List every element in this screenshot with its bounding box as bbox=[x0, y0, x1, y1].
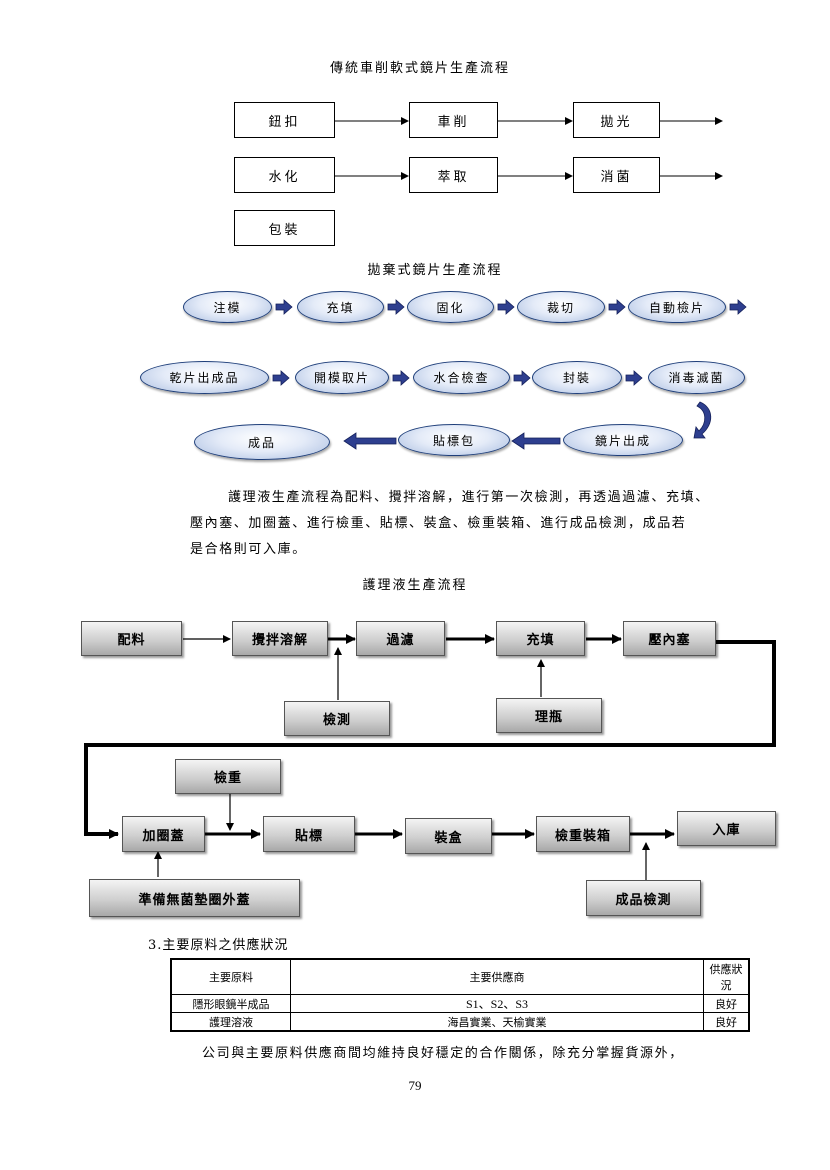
step-weigh-check: 檢重 bbox=[175, 759, 281, 794]
step-lens-output: 鏡片出成 bbox=[563, 424, 683, 456]
table-row: 隱形眼鏡半成品 S1、S2、S3 良好 bbox=[170, 994, 750, 1013]
traditional-arrows bbox=[334, 117, 723, 180]
step-demold: 開模取片 bbox=[295, 361, 389, 394]
step-dry-lens-output: 乾片出成品 bbox=[140, 361, 269, 394]
step-polishing: 拋光 bbox=[573, 102, 660, 138]
supply-heading: 3.主要原料之供應狀況 bbox=[148, 938, 289, 953]
step-cap: 加圈蓋 bbox=[122, 816, 205, 852]
step-filling: 充填 bbox=[297, 291, 384, 323]
cell-status: 良好 bbox=[703, 1012, 750, 1032]
step-weigh-carton: 檢重裝箱 bbox=[536, 816, 630, 852]
cell-status: 良好 bbox=[703, 994, 750, 1013]
step-mix-dissolve: 攪拌溶解 bbox=[232, 621, 328, 656]
step-cutting: 裁切 bbox=[517, 291, 605, 323]
step-labeling: 貼標 bbox=[263, 816, 355, 852]
cast-title: 拋棄式鏡片生產流程 bbox=[367, 263, 503, 278]
supply-table: 主要原料 主要供應商 供應狀況 隱形眼鏡半成品 S1、S2、S3 良好 護理溶液… bbox=[170, 958, 750, 1032]
step-testing: 檢測 bbox=[284, 701, 390, 736]
header-material: 主要原料 bbox=[170, 958, 291, 995]
intro-line-3: 是合格則可入庫。 bbox=[190, 542, 307, 557]
step-final-test: 成品檢測 bbox=[586, 880, 701, 916]
page-number: 79 bbox=[408, 1078, 422, 1093]
intro-line-2: 壓內塞、加圈蓋、進行檢重、貼標、裝盒、檢重裝箱、進行成品檢測，成品若 bbox=[190, 516, 687, 531]
step-warehouse: 入庫 bbox=[677, 811, 776, 846]
header-status: 供應狀況 bbox=[703, 958, 750, 995]
step-sterilization: 消菌 bbox=[573, 157, 660, 193]
step-extraction: 萃取 bbox=[409, 157, 498, 193]
care-arrows bbox=[84, 634, 776, 880]
cell-supplier: 海昌實業、天榆實業 bbox=[290, 1012, 704, 1032]
cell-supplier: S1、S2、S3 bbox=[290, 994, 704, 1013]
step-auto-inspection: 自動檢片 bbox=[628, 291, 726, 323]
cast-arrows bbox=[272, 299, 747, 450]
step-finished-product: 成品 bbox=[194, 424, 330, 460]
step-prepare-cap: 準備無菌墊圈外蓋 bbox=[89, 879, 300, 917]
care-title: 護理液生產流程 bbox=[362, 578, 468, 593]
step-sealing: 封裝 bbox=[532, 361, 622, 394]
step-bottle-sort: 理瓶 bbox=[496, 698, 602, 733]
traditional-title: 傳統車削軟式鏡片生產流程 bbox=[329, 61, 510, 76]
step-batching: 配料 bbox=[81, 621, 182, 656]
step-molding: 注模 bbox=[183, 291, 272, 323]
step-packaging: 包裝 bbox=[234, 210, 335, 246]
step-button-blank: 鈕扣 bbox=[234, 102, 335, 138]
cell-material: 隱形眼鏡半成品 bbox=[170, 994, 291, 1013]
step-fill: 充填 bbox=[496, 621, 585, 656]
step-label-pack: 貼標包 bbox=[398, 424, 510, 456]
intro-line-1: 護理液生產流程為配料、攪拌溶解，進行第一次檢測，再透過過濾、充填、 bbox=[228, 490, 710, 505]
step-filtration: 過濾 bbox=[356, 621, 445, 656]
step-hydration-check: 水合檢查 bbox=[413, 361, 510, 394]
step-sterilize: 消毒滅菌 bbox=[648, 361, 745, 394]
header-supplier: 主要供應商 bbox=[290, 958, 704, 995]
step-curing: 固化 bbox=[407, 291, 494, 323]
step-hydration: 水化 bbox=[234, 157, 335, 193]
cell-material: 護理溶液 bbox=[170, 1012, 291, 1032]
step-boxing: 裝盒 bbox=[405, 818, 492, 854]
closing-paragraph: 公司與主要原料供應商間均維持良好穩定的合作關係，除充分掌握貨源外， bbox=[202, 1046, 684, 1061]
step-turning: 車削 bbox=[409, 102, 498, 138]
table-header-row: 主要原料 主要供應商 供應狀況 bbox=[170, 958, 750, 995]
table-row: 護理溶液 海昌實業、天榆實業 良好 bbox=[170, 1012, 750, 1032]
step-inner-plug: 壓內塞 bbox=[623, 621, 716, 656]
